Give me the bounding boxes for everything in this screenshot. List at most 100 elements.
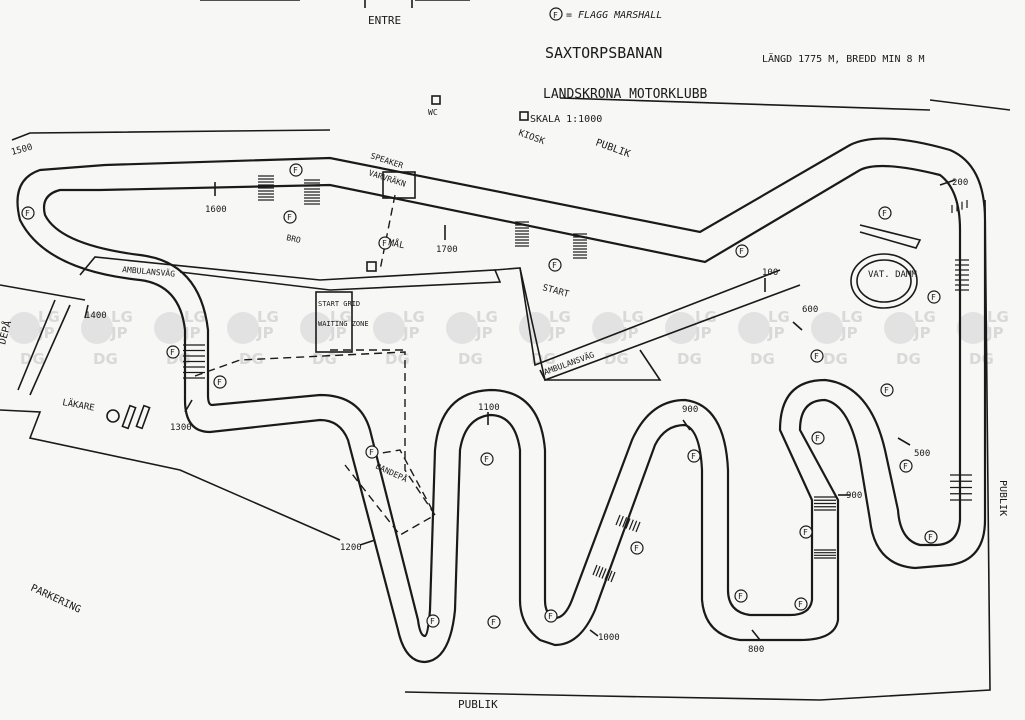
- bandepa-label: BANDEPÅ: [374, 460, 409, 484]
- marker-800: 800: [748, 645, 764, 655]
- publik-right-label: PUBLIK: [997, 480, 1008, 516]
- bridge-hatch-line: [595, 565, 601, 577]
- watermark-text: DG: [312, 350, 337, 368]
- waiting-zone-label: WAITING ZONE: [318, 320, 369, 328]
- bridge-hatching: [183, 175, 972, 583]
- flag-marshal-post-letter: F: [903, 462, 908, 471]
- wc-label: WC: [428, 108, 438, 117]
- service-roads: [17, 224, 922, 396]
- watermark-text: JP: [110, 324, 128, 342]
- watermark-text: JP: [183, 324, 201, 342]
- watermark-row: LGJPDGLGJPDGLGJPDGLGJPDGLGJPDGLGJPDGLGJP…: [8, 308, 1009, 368]
- watermark-text: JP: [475, 324, 493, 342]
- watermark-text: JP: [548, 324, 566, 342]
- flag-marshal-post-icon: [544, 609, 558, 623]
- flag-marshal-post-letter: F: [484, 455, 489, 464]
- entrance-label: ENTRE: [368, 14, 401, 27]
- marker-1200: 1200: [340, 543, 362, 553]
- flag-marshal-post-icon: [735, 244, 749, 258]
- publik-bottom-label: PUBLIK: [458, 698, 498, 711]
- watermark-text: DG: [20, 350, 45, 368]
- watermark-text: LG: [184, 308, 206, 326]
- watermark-text: LG: [330, 308, 352, 326]
- flag-marshal-post-letter: F: [691, 452, 696, 461]
- watermark-text: LG: [476, 308, 498, 326]
- varvraknare-label: VARVRÄKN: [367, 167, 407, 188]
- flag-marshal-post-letter: F: [884, 386, 889, 395]
- legend-flag-icon: [549, 7, 563, 21]
- watermark-text: DG: [896, 350, 921, 368]
- marker-1600: 1600: [205, 205, 227, 215]
- watermark-text: LG: [257, 308, 279, 326]
- watermark-text: JP: [840, 324, 858, 342]
- watermark-text: JP: [402, 324, 420, 342]
- watermark-text: JP: [256, 324, 274, 342]
- watermark-text: DG: [823, 350, 848, 368]
- medic-symbol: [106, 409, 120, 423]
- start-grid-label: START GRID: [318, 300, 360, 308]
- flag-marshal-post-icon: [21, 206, 35, 220]
- legend-flag-symbol: F: [553, 11, 558, 20]
- marker-1300: 1300: [170, 423, 192, 433]
- flag-marshal-post-letter: F: [882, 209, 887, 218]
- mal-label: MÅL: [387, 236, 405, 251]
- watermark-text: JP: [694, 324, 712, 342]
- bridge-hatch-line: [615, 514, 621, 526]
- flag-marshal-post-icon: [213, 375, 227, 389]
- watermark-text: LG: [914, 308, 936, 326]
- flag-marshal-post-letter: F: [931, 293, 936, 302]
- watermark-text: JP: [621, 324, 639, 342]
- marker-1100: 1100: [478, 403, 500, 413]
- flag-marshal-post-letter: F: [382, 239, 387, 248]
- flag-marshal-post-letter: F: [25, 209, 30, 218]
- bridge-hatch-line: [610, 571, 616, 583]
- watermark-text: JP: [986, 324, 1004, 342]
- bridge-hatch-line: [618, 515, 624, 527]
- ambulansvag-label-1: AMBULANSVÄG: [122, 264, 176, 279]
- water-pond-inner: [856, 259, 912, 303]
- flag-marshal-post-icon: [810, 349, 824, 363]
- flag-marshal-post-icon: [811, 431, 825, 445]
- bridge-hatch-line: [592, 564, 598, 576]
- flag-marshal-post-letter: F: [803, 528, 808, 537]
- watermark-text: LG: [403, 308, 425, 326]
- flag-marshal-post-icon: [927, 290, 941, 304]
- kiosk-label: KIOSK: [517, 128, 546, 147]
- watermark-text: JP: [913, 324, 931, 342]
- watermark-text: JP: [329, 324, 347, 342]
- watermark-text: LG: [38, 308, 60, 326]
- start-label: START: [541, 283, 570, 300]
- bridge-hatch-line: [601, 568, 607, 579]
- watermark-text: JP: [37, 324, 55, 342]
- structures: [106, 95, 918, 430]
- scale-label: SKALA 1:1000: [530, 114, 602, 125]
- wc-building: [431, 95, 441, 105]
- watermark-text: DG: [604, 350, 629, 368]
- start-grid-box: [315, 291, 353, 353]
- flag-marshal-post-letter: F: [287, 213, 292, 222]
- flag-marshal-post-icon: [378, 236, 392, 250]
- flag-marshal-post-icon: [480, 452, 494, 466]
- marker-1400: 1400: [85, 311, 107, 321]
- kiosk-building: [519, 111, 529, 121]
- medic-vehicle: [121, 404, 137, 430]
- bridge-hatch-line: [635, 521, 641, 533]
- bridge-hatch-line: [622, 517, 628, 528]
- bro-label: BRO: [286, 233, 302, 245]
- flag-marshal-post-icon: [794, 597, 808, 611]
- race-track: [16, 137, 987, 664]
- publik-top-label: PUBLIK: [594, 137, 632, 160]
- watermark-text: LG: [111, 308, 133, 326]
- watermark-text: DG: [385, 350, 410, 368]
- flag-marshal-post-letter: F: [738, 592, 743, 601]
- watermark-text: JP: [767, 324, 785, 342]
